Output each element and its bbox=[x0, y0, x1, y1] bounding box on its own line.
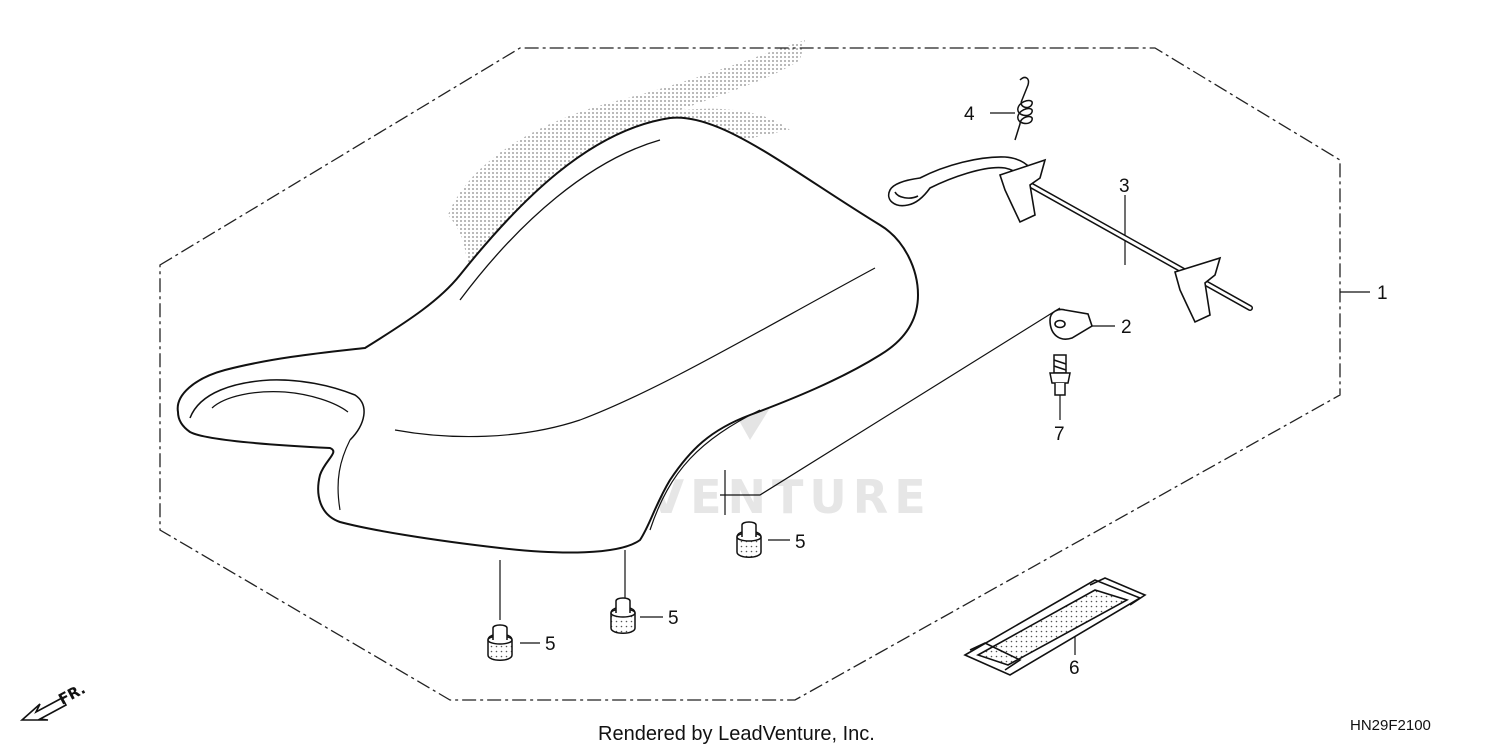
seat-assembly bbox=[176, 116, 920, 554]
callout-4: 4 bbox=[964, 104, 975, 125]
front-arrow-icon: FR. bbox=[19, 680, 88, 721]
callout-6: 6 bbox=[1069, 658, 1080, 679]
callout-5b: 5 bbox=[668, 608, 679, 629]
bolt-part bbox=[1049, 354, 1071, 396]
spring-part bbox=[1014, 76, 1033, 141]
bracket-part bbox=[1049, 308, 1093, 340]
callout-7: 7 bbox=[1054, 424, 1065, 445]
callout-5a: 5 bbox=[545, 634, 556, 655]
callout-2: 2 bbox=[1121, 317, 1132, 338]
diagram-code: HN29F2100 bbox=[1350, 717, 1431, 734]
callout-1: 1 bbox=[1377, 283, 1388, 304]
assembly-boundary bbox=[159, 47, 1341, 701]
footer-credit: Rendered by LeadVenture, Inc. bbox=[598, 723, 875, 745]
rubber-cushion-part bbox=[487, 521, 762, 661]
seat-lock-rod bbox=[888, 156, 1253, 324]
callout-3: 3 bbox=[1119, 176, 1130, 197]
callout-5c: 5 bbox=[795, 532, 806, 553]
strap-part bbox=[963, 577, 1147, 676]
